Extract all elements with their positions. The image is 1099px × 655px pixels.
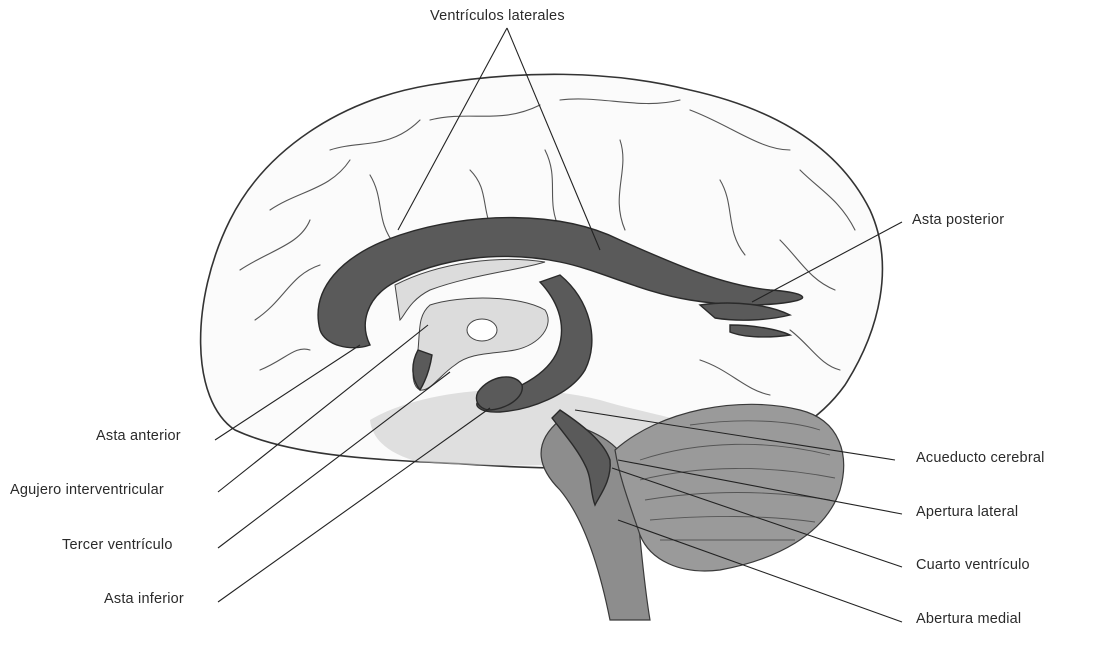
label-asta-anterior: Asta anterior (96, 428, 181, 444)
label-asta-inferior: Asta inferior (104, 591, 184, 607)
label-acueducto-cerebral: Acueducto cerebral (916, 450, 1045, 466)
cerebellum (615, 404, 844, 571)
label-asta-posterior: Asta posterior (912, 212, 1004, 228)
label-agujero-interventricular: Agujero interventricular (10, 482, 164, 498)
label-cuarto-ventriculo: Cuarto ventrículo (916, 557, 1030, 573)
label-abertura-medial: Abertura medial (916, 611, 1021, 627)
label-ventriculos-laterales: Ventrículos laterales (430, 8, 565, 24)
label-tercer-ventriculo: Tercer ventrículo (62, 537, 173, 553)
label-apertura-lateral: Apertura lateral (916, 504, 1018, 520)
